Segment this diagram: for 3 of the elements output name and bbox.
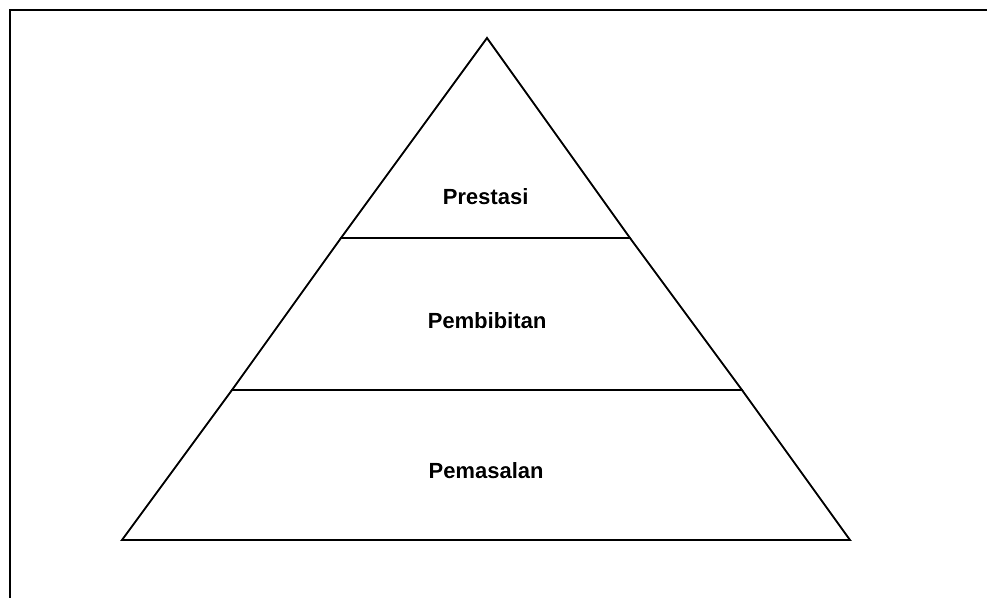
tier-label: Prestasi — [442, 184, 530, 210]
tier-label: Pemasalan — [428, 458, 544, 484]
tier-label: Pembibitan — [426, 308, 548, 334]
